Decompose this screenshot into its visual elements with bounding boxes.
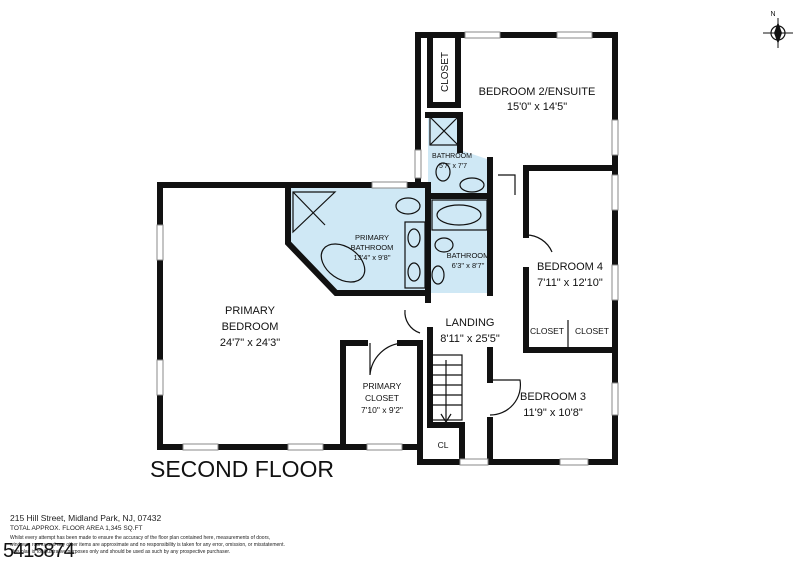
small-bath-name: BATHROOM <box>432 153 472 160</box>
listing-number: 5415874 <box>3 540 75 562</box>
closet-top: CLOSET <box>440 52 451 92</box>
primary-bathroom-fill <box>288 188 428 293</box>
primary-bed-name2: BEDROOM <box>222 321 279 333</box>
primary-bath-name1: PRIMARY <box>355 233 389 242</box>
bath2-name: BATHROOM <box>447 251 490 260</box>
cl-label: CL <box>438 440 449 450</box>
fixtures <box>292 116 569 424</box>
primary-closet-name1: PRIMARY <box>363 381 402 391</box>
closet-a: CLOSET <box>530 326 564 336</box>
room-labels: BEDROOM 2/ENSUITE 15'0" x 14'5" CLOSET B… <box>220 52 609 450</box>
primary-bed-dim: 24'7" x 24'3" <box>220 337 280 349</box>
primary-closet-name2: CLOSET <box>365 393 399 403</box>
bedroom4-dim: 7'11" x 12'10" <box>537 277 603 289</box>
primary-bed-name1: PRIMARY <box>225 305 276 317</box>
bedroom2-name: BEDROOM 2/ENSUITE <box>479 86 596 98</box>
primary-bath-name2: BATHROOM <box>351 243 394 252</box>
small-bathroom-fill <box>428 115 490 195</box>
walls <box>157 32 618 465</box>
small-bath-dim: 5'7" x 7'7 <box>439 163 467 170</box>
bedroom3-name: BEDROOM 3 <box>520 391 586 403</box>
landing-dim: 8'11" x 25'5" <box>440 333 500 345</box>
bathroom2-fill <box>428 198 490 293</box>
floor-area: TOTAL APPROX. FLOOR AREA 1,345 SQ.FT <box>10 525 143 532</box>
compass-icon: N <box>763 11 793 48</box>
svg-text:N: N <box>770 11 775 18</box>
primary-bath-dim: 13'4" x 9'8" <box>354 253 391 262</box>
landing-name: LANDING <box>446 317 495 329</box>
floor-title: SECOND FLOOR <box>150 456 335 482</box>
closet-b: CLOSET <box>575 326 609 336</box>
bedroom4-name: BEDROOM 4 <box>537 261 603 273</box>
disclaimer-line-2: windows, rooms and any other items are a… <box>10 542 285 548</box>
bedroom2-dim: 15'0" x 14'5" <box>507 101 567 113</box>
disclaimer-line-3: This plan is for illustrative purposes o… <box>10 549 231 555</box>
bath2-dim: 6'3" x 8'7" <box>452 261 485 270</box>
bedroom3-dim: 11'9" x 10'8" <box>523 407 583 419</box>
address: 215 Hill Street, Midland Park, NJ, 07432 <box>10 513 162 523</box>
disclaimer-line-1: Whilst every attempt has been made to en… <box>10 535 271 541</box>
primary-closet-dim: 7'10" x 9'2" <box>361 405 403 415</box>
windows <box>156 31 619 466</box>
